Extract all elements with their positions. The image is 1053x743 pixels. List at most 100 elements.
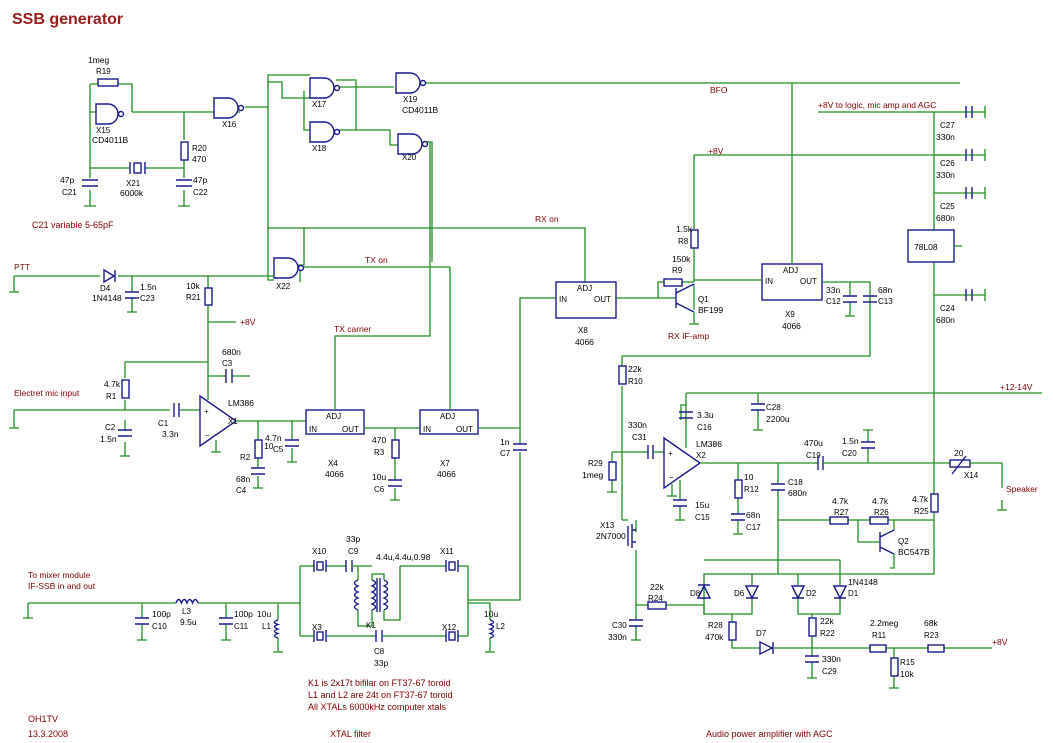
q2-ref: Q2: [898, 537, 909, 546]
c30-ref: C30: [612, 621, 627, 630]
c10-ref: C10: [152, 622, 167, 631]
k1-val: 4.4u,4.4u,0.98: [376, 552, 431, 562]
x11-ref: X11: [440, 547, 454, 556]
c20-val: 1.5n: [842, 436, 859, 446]
c19-val: 470u: [804, 438, 823, 448]
oscillator-wires: [89, 74, 960, 392]
x2-ref: X2: [696, 451, 706, 460]
d4-ref: D4: [100, 284, 111, 293]
c12-c13: 33n C12 68n C13: [826, 285, 893, 306]
xtal-note-3: All XTALs 6000kHz computer xtals: [308, 702, 446, 712]
r22-ref: R22: [820, 629, 835, 638]
gate-x19: X19 CD4011B: [395, 72, 439, 115]
c27-ref: C27: [940, 121, 955, 130]
x3-ref: X3: [312, 623, 322, 632]
plus8-supply-label: +8V to logic, mic amp and AGC: [818, 100, 936, 110]
gate-x17: X17: [309, 77, 341, 109]
d8-ref: D8: [690, 589, 701, 598]
l1-ref: L1: [262, 622, 271, 631]
x15-val: CD4011B: [92, 135, 129, 145]
l1-val: 10u: [257, 609, 271, 619]
c30-val: 330n: [608, 632, 627, 642]
r23-ref: R23: [924, 631, 939, 640]
ptt-section: PTT D4 1N4148 1.5n C23 10k R21 +8V: [9, 262, 274, 327]
c12-val: 33n: [826, 285, 840, 295]
x4-out: OUT: [342, 425, 359, 434]
mic-amp-section: Electret mic input 4.7k R1 C2 1.5n C1 3.…: [9, 322, 306, 495]
l2-val: 10u: [484, 609, 498, 619]
date-label: 13.3.2008: [28, 729, 68, 739]
c18-ref: C18: [788, 478, 803, 487]
r20-ref: R20: [192, 144, 207, 153]
r26-val: 4.7k: [872, 496, 889, 506]
x9-val: 4066: [782, 321, 801, 331]
mixer-label-1: To mixer module: [28, 570, 91, 580]
x13-ref: X13: [600, 521, 615, 530]
xtal-note-1: K1 is 2x17t bifilar on FT37-67 toroid: [308, 678, 451, 688]
speaker-label: Speaker: [1006, 484, 1038, 494]
c15-ref: C15: [695, 513, 710, 522]
x4-wiring: [334, 142, 431, 501]
c21: 47p C21: [60, 175, 98, 197]
c21-note: C21 variable 5-65pF: [32, 220, 114, 230]
d6-ref: D6: [734, 589, 745, 598]
c17-val: 68n: [746, 510, 760, 520]
c24-val: 680n: [936, 315, 955, 325]
c1-ref: C1: [158, 419, 169, 428]
c2-ref: C2: [105, 423, 116, 432]
l3-val: 9.5u: [180, 617, 197, 627]
rx-on-label: RX on: [535, 214, 559, 224]
plus8-a-label: +8V: [240, 317, 256, 327]
audio-amp-title: Audio power amplifier with AGC: [706, 729, 833, 739]
rx-if-amp: 1.5k R8 150k R9 Q1 BF199 RX IF-amp +8V: [616, 146, 960, 341]
regulator-section: +8V to logic, mic amp and AGC C27 330n C…: [818, 100, 986, 390]
x12-ref: X12: [442, 623, 457, 632]
c12-ref: C12: [826, 297, 841, 306]
c2-val: 1.5n: [100, 434, 117, 444]
x9-adj: ADJ: [783, 266, 798, 275]
r28-ref: R28: [708, 621, 723, 630]
x2-plus: +: [668, 449, 673, 458]
x7-adj: ADJ: [440, 412, 455, 421]
r9-ref: R9: [672, 266, 683, 275]
x10-ref: X10: [312, 547, 327, 556]
d1-ref: D1: [848, 589, 859, 598]
c4-ref: C4: [236, 486, 247, 495]
c29-ref: C29: [822, 667, 837, 676]
x17-ref: X17: [312, 100, 327, 109]
c29-val: 330n: [822, 654, 841, 664]
r2-ref: R2: [240, 453, 251, 462]
r2-val: 10: [264, 441, 274, 451]
c17-ref: C17: [746, 523, 761, 532]
c20-ref: C20: [842, 449, 857, 458]
x1-ref: X1: [228, 417, 238, 426]
x8-in: IN: [559, 295, 567, 304]
x8-out: OUT: [594, 295, 611, 304]
r27-val: 4.7k: [832, 496, 849, 506]
c22-val: 47p: [193, 175, 207, 185]
c7: 1n C7: [500, 437, 527, 458]
r21-ref: R21: [186, 293, 201, 302]
k1-ref: K1: [366, 621, 376, 630]
r15-val: 10k: [900, 669, 914, 679]
c4-val: 68n: [236, 474, 250, 484]
x9-wiring: [621, 83, 871, 366]
d2-ref: D2: [806, 589, 817, 598]
c18-val: 680n: [788, 488, 807, 498]
r12-ref: R12: [744, 485, 759, 494]
bfo-label: BFO: [710, 85, 728, 95]
c28-val: 2200u: [766, 414, 790, 424]
r3-val: 470: [372, 435, 386, 445]
gate-x22: X22: [273, 257, 305, 291]
switch-x4: ADJ IN OUT X4 4066: [305, 409, 365, 479]
c21-ref: C21: [62, 188, 77, 197]
tx-carrier-label: TX carrier: [334, 324, 371, 334]
c6-ref: C6: [374, 485, 385, 494]
c3-val: 680n: [222, 347, 241, 357]
r8-ref: R8: [678, 237, 689, 246]
r12-val: 10: [744, 472, 754, 482]
x7-out: OUT: [456, 425, 473, 434]
x1-minus: −: [205, 431, 210, 440]
r24-ref: R24: [648, 594, 663, 603]
c27-val: 330n: [936, 132, 955, 142]
